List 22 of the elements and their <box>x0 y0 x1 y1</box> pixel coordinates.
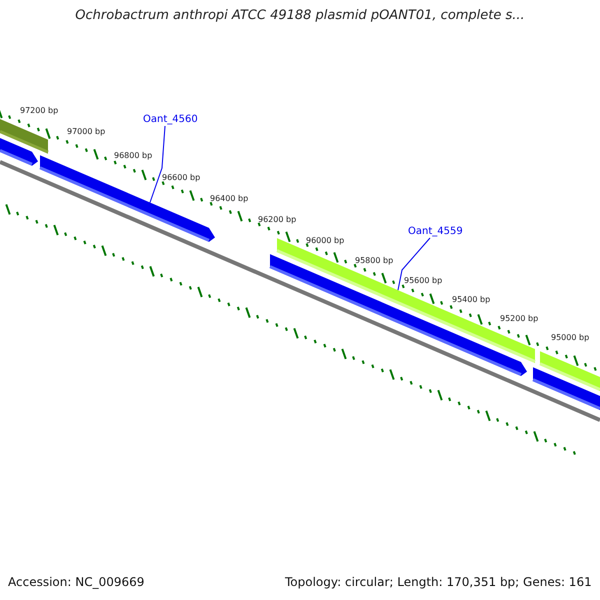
footer-text: Accession: NC_009669 <box>8 576 144 590</box>
leader-line <box>150 126 166 203</box>
tick-label: 96200 bp <box>258 215 296 224</box>
tick-label: 96400 bp <box>210 194 248 204</box>
tick-label: 97200 bp <box>20 106 58 116</box>
gene-bar <box>0 138 38 166</box>
gene-bar <box>269 254 527 376</box>
footer-text: Topology: circular; Length: 170,351 bp; Genes: 161 <box>285 576 592 590</box>
tick-label: 96000 bp <box>306 236 344 246</box>
tick-label: 95800 bp <box>355 256 394 266</box>
tick-label: 95400 bp <box>452 295 490 304</box>
tick-label: 95600 bp <box>404 276 442 286</box>
gene-bar <box>532 367 600 410</box>
tick-label: 96600 bp <box>162 173 200 182</box>
gene-label: Oant_4559 <box>408 226 463 238</box>
gene-label: Oant_4560 <box>143 114 198 126</box>
tick-label: 97000 bp <box>67 127 106 136</box>
tick-label: 95000 bp <box>551 333 590 342</box>
leader-line <box>398 238 430 291</box>
tick-label: 95200 bp <box>500 314 538 324</box>
tick-label: 96800 bp <box>114 151 152 160</box>
title-text: Ochrobactrum anthropi ATCC 49188 plasmid pOANT01, complete s... <box>74 9 526 24</box>
